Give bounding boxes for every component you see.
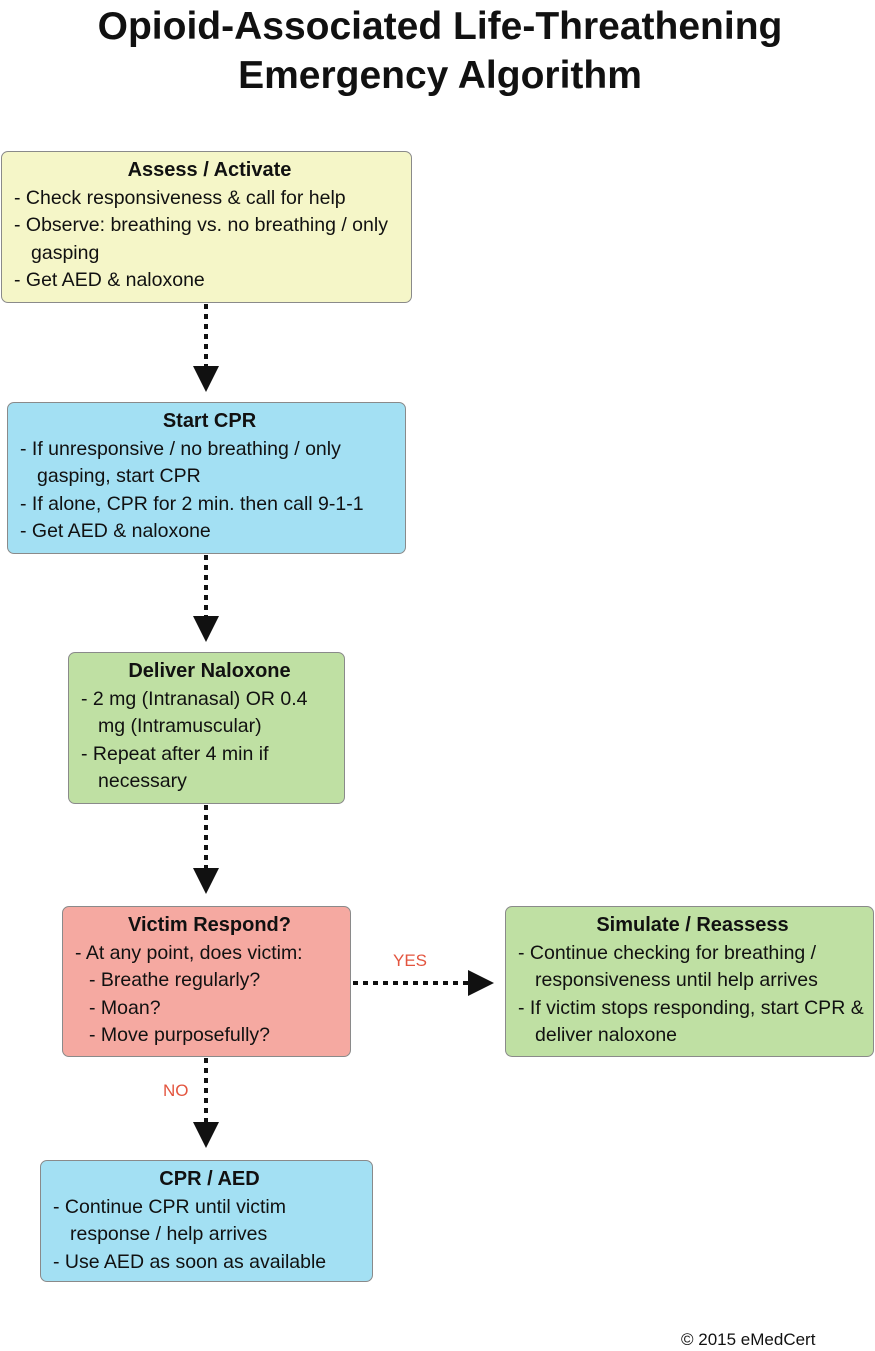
- no-label: NO: [163, 1081, 189, 1100]
- list-item: - Breathe regularly?: [89, 969, 261, 991]
- yes-label: YES: [393, 951, 428, 970]
- arrow-respond-to-reassess: [353, 970, 494, 996]
- box-heading: CPR / AED: [159, 1168, 260, 1190]
- list-item: - If alone, CPR for 2 min. then call 9-1…: [20, 492, 364, 515]
- list-item: - At any point, does victim:: [75, 941, 303, 964]
- box-list: - At any point, does victim: - Breathe r…: [75, 940, 344, 1050]
- box-list: - Continue checking for breathing / resp…: [518, 940, 867, 1050]
- box-list: - 2 mg (Intranasal) OR 0.4 mg (Intramusc…: [81, 686, 338, 796]
- box-list: - Continue CPR until victim response / h…: [53, 1194, 366, 1277]
- list-item: - Get AED & naloxone: [20, 520, 211, 542]
- list-item: - Check responsiveness & call for help: [14, 186, 346, 209]
- simulate-reassess-box: Simulate / Reassess - Continue checking …: [505, 906, 874, 1057]
- list-item: - Use AED as soon as available: [53, 1250, 327, 1273]
- box-heading: Deliver Naloxone: [128, 660, 291, 682]
- start-cpr-box: Start CPR - If unresponsive / no breathi…: [7, 402, 406, 554]
- list-item: - If victim stops responding, start CPR …: [518, 996, 864, 1047]
- box-heading: Simulate / Reassess: [596, 914, 789, 936]
- assess-activate-box: Assess / Activate - Check responsiveness…: [1, 151, 412, 303]
- list-item: - 2 mg (Intranasal) OR 0.4 mg (Intramusc…: [81, 687, 308, 738]
- deliver-naloxone-box: Deliver Naloxone - 2 mg (Intranasal) OR …: [68, 652, 345, 804]
- arrow-cpr-to-naloxone: [193, 555, 219, 642]
- box-heading: Victim Respond?: [128, 914, 291, 936]
- title-line-1: Opioid-Associated Life-Threathening: [97, 5, 783, 48]
- list-item: - Moan?: [89, 996, 161, 1019]
- list-item: - Move purposefully?: [89, 1024, 271, 1046]
- box-heading: Start CPR: [162, 410, 257, 432]
- page-title: Opioid-Associated Life-Threathening Emer…: [0, 2, 875, 100]
- title-line-2: Emergency Algorithm: [238, 54, 642, 97]
- list-item: - If unresponsive / no breathing / only …: [20, 437, 341, 488]
- copyright-notice: © 2015 eMedCert: [681, 1330, 816, 1349]
- box-list: - If unresponsive / no breathing / only …: [20, 436, 399, 546]
- box-list: - Check responsiveness & call for help -…: [14, 185, 405, 295]
- arrow-respond-to-cpraed: [193, 1058, 219, 1148]
- list-item: - Observe: breathing vs. no breathing / …: [14, 214, 388, 264]
- list-item: - Continue CPR until victim response / h…: [53, 1195, 286, 1246]
- arrow-assess-to-cpr: [193, 304, 219, 392]
- arrow-naloxone-to-respond: [193, 805, 219, 894]
- cpr-aed-box: CPR / AED - Continue CPR until victim re…: [40, 1160, 373, 1282]
- list-item: - Repeat after 4 min if necessary: [81, 742, 269, 793]
- list-item: - Continue checking for breathing / resp…: [518, 941, 818, 992]
- list-item: - Get AED & naloxone: [14, 269, 205, 291]
- box-heading: Assess / Activate: [127, 159, 292, 181]
- victim-respond-box: Victim Respond? - At any point, does vic…: [62, 906, 351, 1057]
